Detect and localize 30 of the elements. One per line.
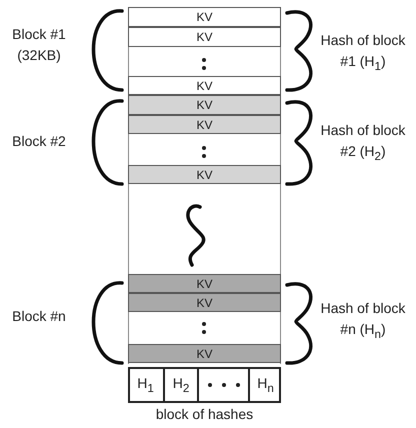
key-value-label: KV (196, 296, 212, 310)
key-value-row (128, 7, 281, 27)
hash-label: H$_{1}$ (137, 375, 154, 395)
key-value-row (128, 115, 281, 134)
hash-label: Hash of block #2 (H$_{2}$) (320, 121, 406, 165)
key-value-label: KV (196, 168, 212, 182)
key-value-label: KV (196, 78, 212, 92)
block-label: Block #1 (32KB) (11, 25, 67, 65)
key-value-label: KV (196, 118, 212, 132)
key-value-row (128, 27, 281, 47)
block-label: Block #2 (11, 132, 67, 151)
key-value-label: KV (196, 276, 212, 290)
memory-column (128, 8, 281, 364)
key-value-row (128, 165, 281, 184)
key-value-label: KV (196, 30, 212, 44)
hash-label: H$_{2}$ (172, 375, 190, 395)
key-value-row (128, 76, 281, 95)
key-value-row (128, 344, 281, 363)
hash-label: H$_{n}$ (257, 375, 274, 395)
key-value-label: KV (196, 10, 212, 24)
hash-label: Hash of block #n (H$_{n}$) (320, 299, 406, 343)
key-value-label: KV (196, 346, 212, 360)
key-value-row (128, 274, 281, 293)
hash-block (128, 367, 281, 403)
key-value-label: KV (196, 98, 212, 112)
node-label: block of hashes (154, 406, 254, 422)
key-value-row (128, 95, 281, 115)
hash-label: Hash of block #1 (H$_{1}$) (320, 31, 406, 75)
key-value-row (128, 293, 281, 312)
block-label: Block #n (11, 307, 67, 326)
